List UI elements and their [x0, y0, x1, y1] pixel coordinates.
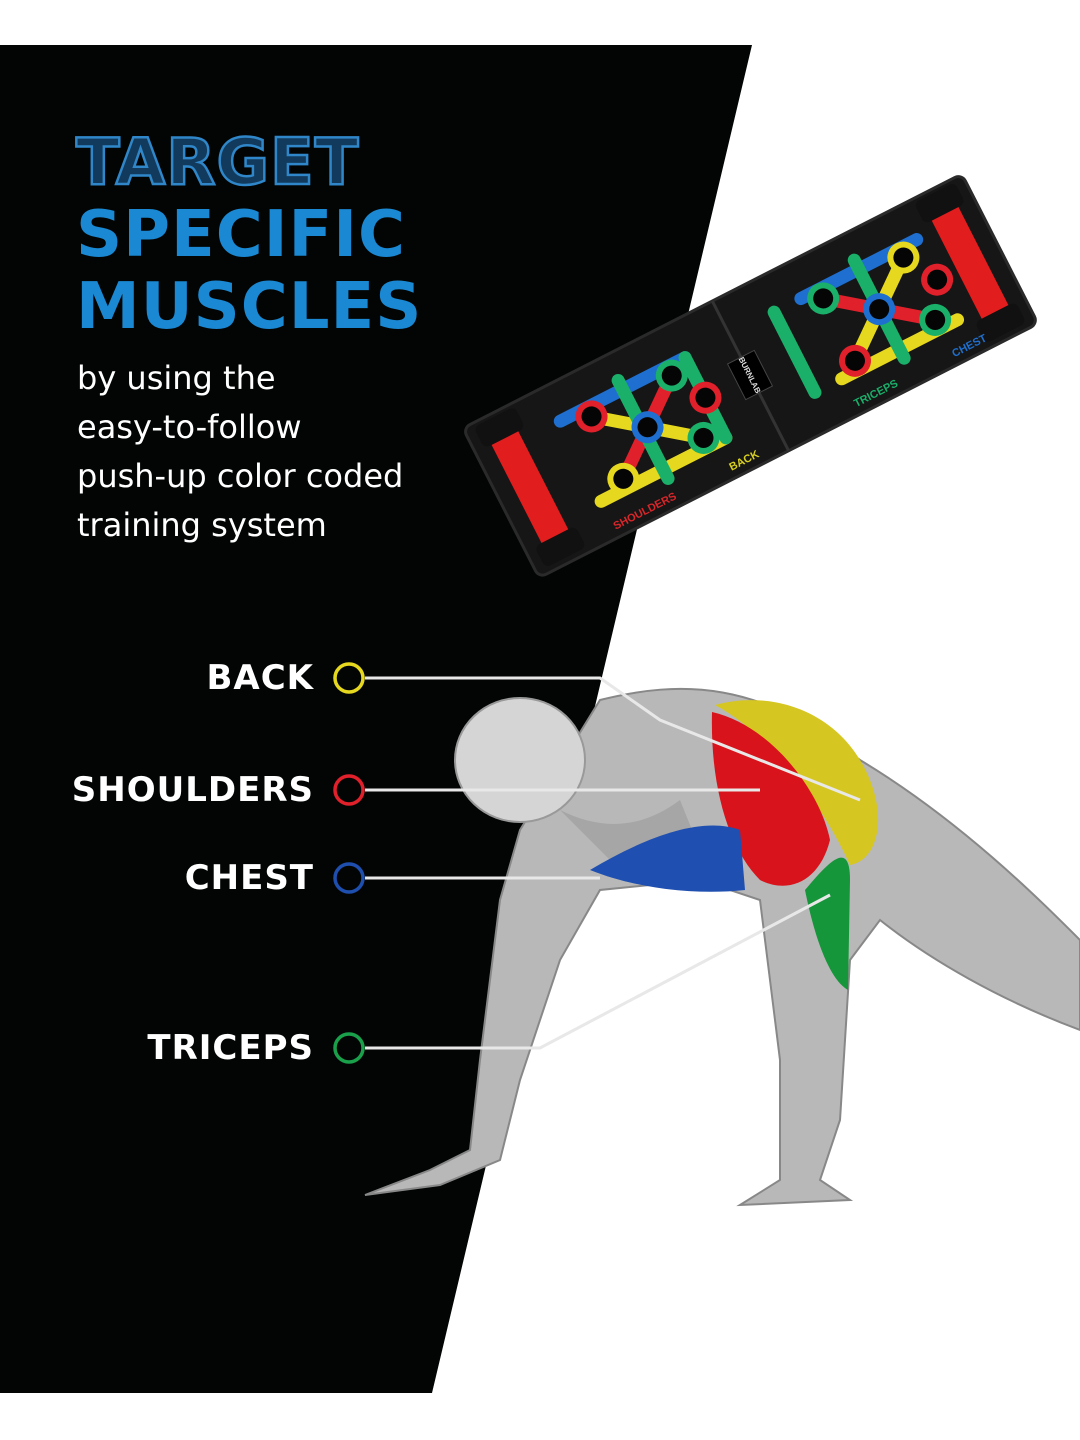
brand-plate [726, 349, 774, 401]
handle-right [926, 193, 1014, 333]
callout-lines [365, 676, 861, 1050]
subheading: by using the easy-to-follow push-up colo… [77, 354, 457, 550]
muscle-triceps [805, 857, 850, 990]
muscle-chest [590, 825, 745, 892]
headline-target: TARGET [75, 126, 360, 200]
triceps-marker-icon [333, 1032, 365, 1064]
muscle-back [715, 700, 879, 865]
muscle-shoulders [711, 712, 830, 886]
headline-muscles: MUSCLES [76, 270, 423, 344]
pushup-board: BURNLAB SHOULDERS BACK TRICEPS CHEST [464, 175, 1037, 577]
callout-triceps: TRICEPS [147, 1028, 314, 1068]
head [454, 697, 586, 823]
subheading-line: easy-to-follow [77, 408, 302, 446]
callout-shoulders: SHOULDERS [71, 770, 314, 810]
handle-left [486, 417, 574, 557]
back-marker-icon [333, 662, 365, 694]
chest-marker-icon [333, 862, 365, 894]
callout-chest: CHEST [184, 858, 314, 898]
callout-back: BACK [206, 658, 314, 698]
callout-markers [333, 662, 365, 1064]
anatomy-figure [364, 687, 1080, 1207]
headline-specific: SPECIFIC [76, 198, 406, 272]
subheading-line: training system [77, 506, 327, 544]
subheading-line: push-up color coded [77, 457, 404, 495]
subheading-line: by using the [77, 359, 276, 397]
shoulders-marker-icon [333, 774, 365, 806]
